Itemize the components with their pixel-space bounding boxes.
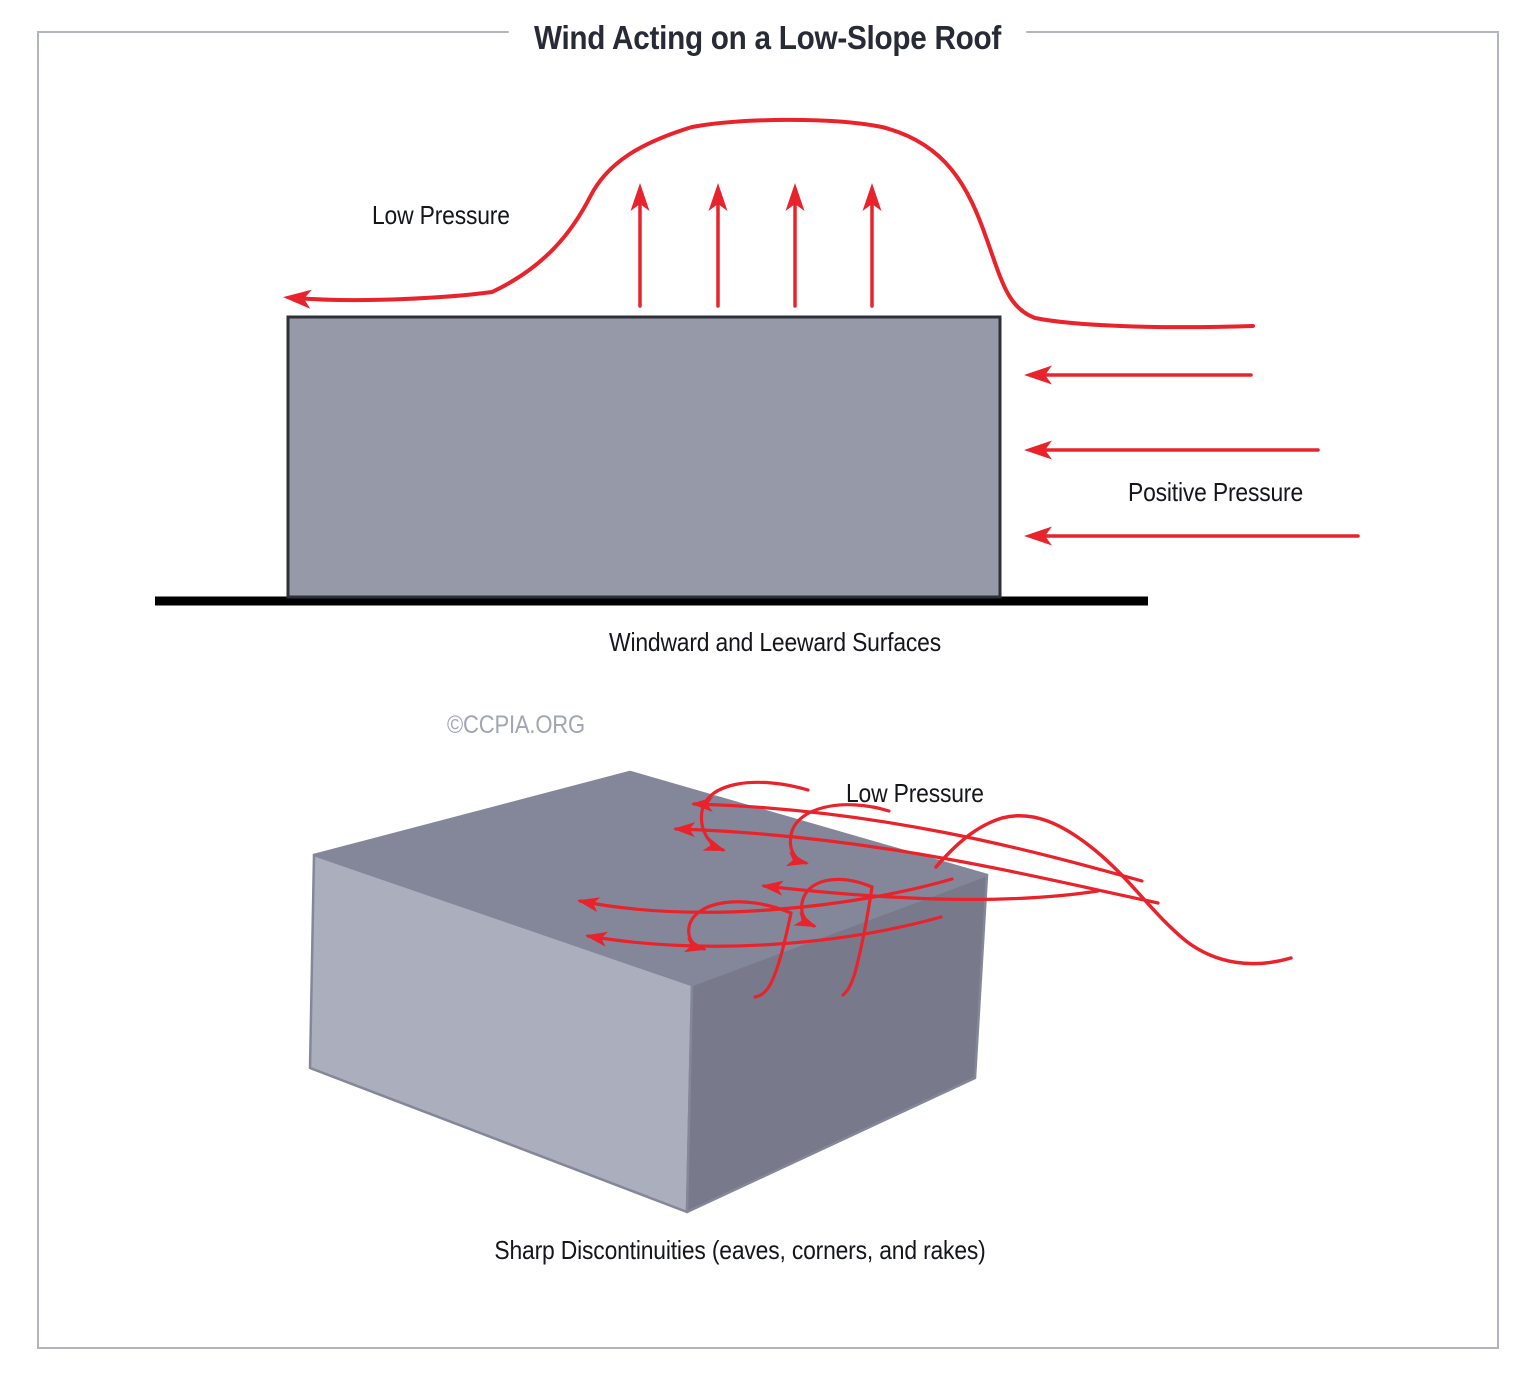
roof-suction-arrows xyxy=(577,797,1160,948)
vortex-tail-1 xyxy=(753,911,793,999)
roof-arrow-5 xyxy=(585,915,943,948)
caption-windward-leeward: Windward and Leeward Surfaces xyxy=(609,627,941,657)
vortex-curl-2 xyxy=(785,803,891,867)
roof-arrow-1 xyxy=(691,797,1144,883)
vortex-curl-1 xyxy=(699,780,810,852)
title-row: Wind Acting on a Low-Slope Roof xyxy=(38,17,1497,59)
roof-streamline-arrow xyxy=(283,117,1255,330)
roof-arrow-3 xyxy=(761,880,1100,902)
top-diagram xyxy=(155,117,1360,606)
vortex-tail-2 xyxy=(841,885,874,997)
page-title: Wind Acting on a Low-Slope Roof xyxy=(508,17,1027,59)
label-positive-pressure: Positive Pressure xyxy=(1128,477,1304,507)
bottom-diagram xyxy=(308,770,1293,1214)
vortex-curl-3 xyxy=(683,900,793,953)
roof-arrow-2 xyxy=(673,822,1160,905)
vortex-curl-4 xyxy=(793,877,874,928)
caption-sharp-discontinuities: Sharp Discontinuities (eaves, corners, a… xyxy=(494,1235,986,1265)
label-low-pressure-top: Low Pressure xyxy=(372,200,510,230)
watermark-ccpia: ©CCPIA.ORG xyxy=(447,711,585,739)
label-low-pressure-bottom: Low Pressure xyxy=(846,778,984,808)
incoming-wind-streamline xyxy=(934,813,1293,966)
roof-vortex-curls xyxy=(683,780,891,953)
positive-pressure-arrows xyxy=(1024,365,1360,546)
building-side-view xyxy=(286,315,1002,599)
roof-vortex-tails xyxy=(753,885,874,999)
roof-arrow-4 xyxy=(577,877,954,914)
uplift-arrows xyxy=(630,183,882,308)
box-top-face xyxy=(312,770,989,987)
